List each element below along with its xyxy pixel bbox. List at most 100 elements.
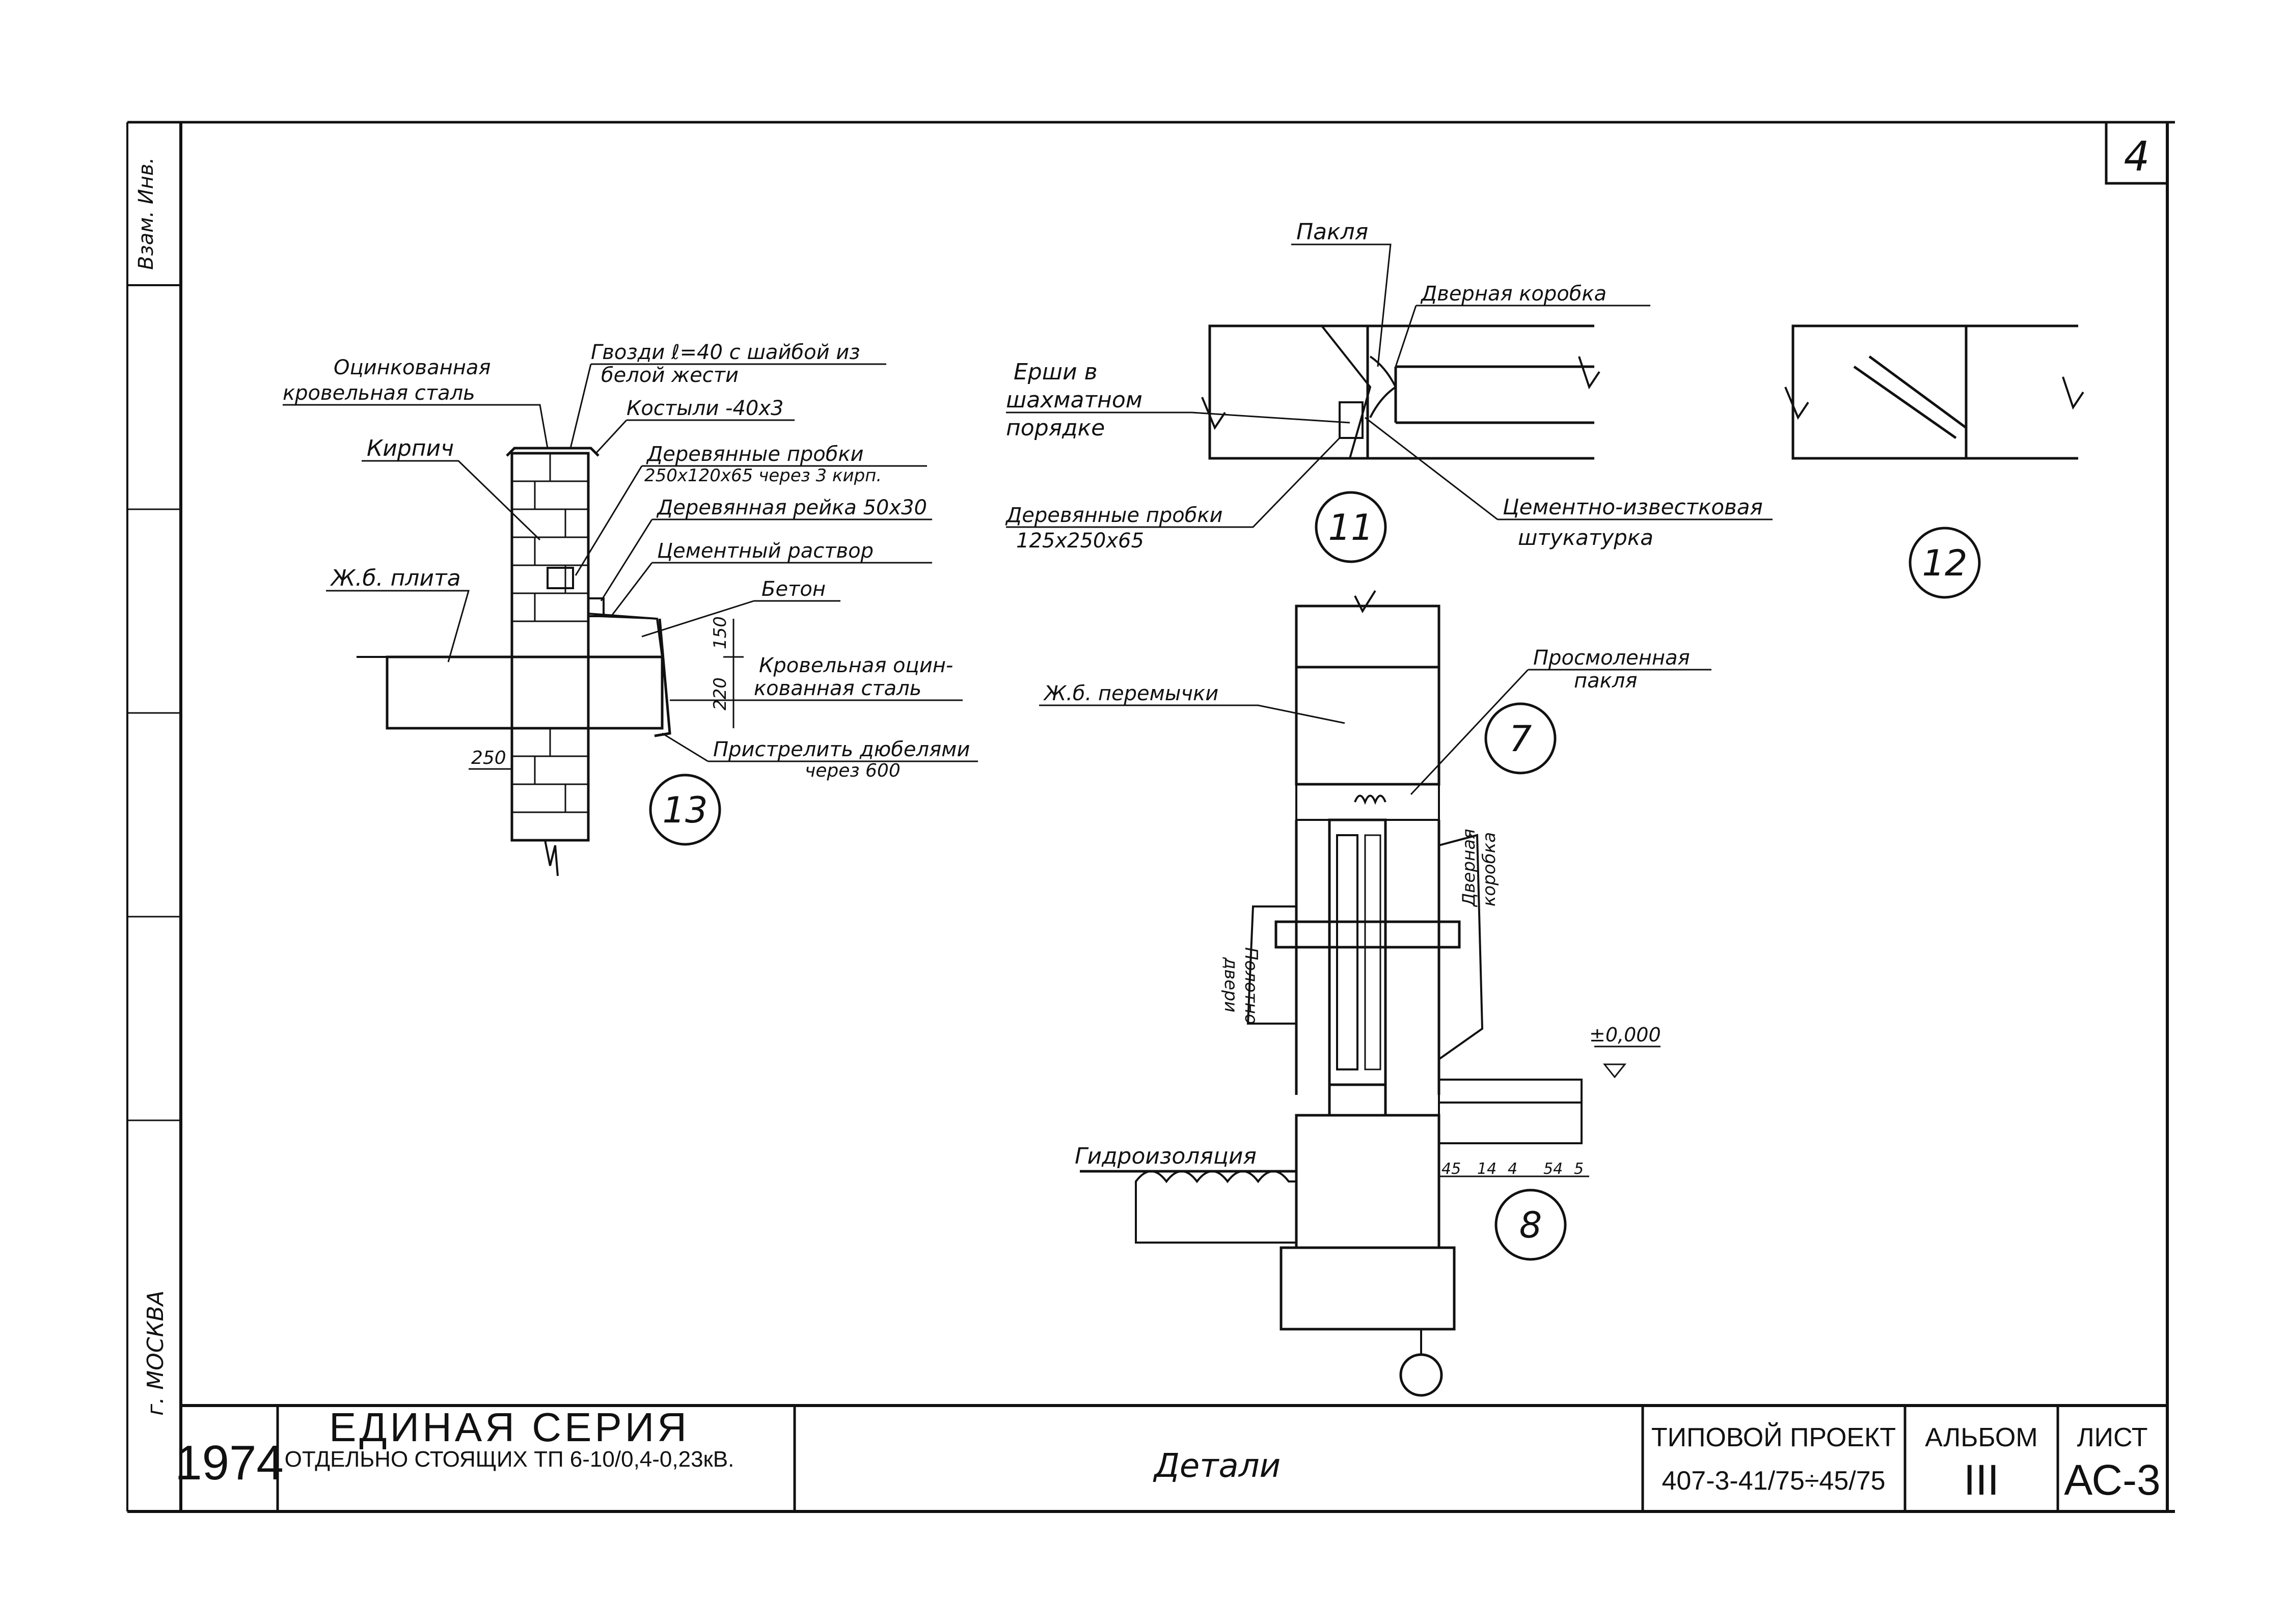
tb-drawing-title: Детали — [1153, 1447, 1281, 1485]
d7-break-top — [1354, 590, 1376, 614]
d12-frame-lines — [1966, 324, 2078, 460]
d11-label-ruffs-2: шахматном — [1006, 387, 1142, 413]
d12-ruff — [1853, 355, 1967, 439]
d7-label-box-2: коробка — [1479, 832, 1500, 906]
d13-label-galv-2: кровельная сталь — [283, 381, 475, 405]
d13-label-dowels-2: через 600 — [805, 760, 901, 781]
detail-13: 150 220 250 Оцинкованная кровельная стал… — [283, 341, 978, 876]
d7-label-tarred-2: пакля — [1574, 669, 1637, 693]
d13-label-roof-1: Кровельная оцин- — [759, 654, 953, 677]
d8-marker-circle — [1494, 1189, 1567, 1261]
d8-dim-b: 14 — [1477, 1160, 1496, 1178]
d9-marker-circle — [1399, 1353, 1443, 1397]
d7-label-leaf-1: Полотно — [1241, 947, 1261, 1025]
d11-leader-plaster — [1365, 417, 1773, 520]
d13-leader-galv — [283, 404, 549, 449]
d13-label-crutches: Костыли -40х3 — [627, 397, 783, 420]
tb-project-label: ТИПОВОЙ ПРОЕКТ — [1651, 1422, 1896, 1452]
d13-break-line — [544, 840, 559, 876]
tb-sheet-label: ЛИСТ — [2077, 1423, 2147, 1452]
d8-dim-a: 45 — [1441, 1160, 1461, 1178]
d13-side-flashing — [654, 618, 671, 737]
d8-dim-d: 54 — [1543, 1160, 1563, 1178]
d13-label-slab: Ж.б. плита — [330, 565, 461, 591]
d13-label-roof-2: кованная сталь — [754, 677, 921, 700]
d7-label-leaf-2: двери — [1220, 957, 1241, 1012]
d11-leader-tow — [1291, 243, 1392, 367]
d7-marker-circle — [1484, 702, 1557, 775]
d8-dim-e: 5 — [1574, 1160, 1584, 1178]
d7-leaf-profile — [1246, 905, 1296, 1025]
tb-series-subtitle: ОТДЕЛЬНО СТОЯЩИХ ТП 6-10/0,4-0,23кВ. — [285, 1447, 734, 1472]
d11-label-plugs-2: 125х250х65 — [1016, 529, 1144, 553]
d7-tarred-tow — [1295, 783, 1440, 821]
d8-level-mark — [1594, 1045, 1661, 1079]
d13-label-batten: Деревянная рейка 50х30 — [656, 496, 927, 519]
d13-leader-nails — [569, 363, 886, 449]
d11-label-ruffs-1: Ерши в — [1014, 359, 1098, 385]
d7-label-tarred-1: Просмоленная — [1533, 646, 1690, 670]
d7-rc-lintel — [1295, 666, 1440, 786]
d13-leader-slab — [326, 590, 470, 663]
d7-label-lintel: Ж.б. перемычки — [1043, 682, 1218, 705]
d11-label-ruffs-3: порядке — [1006, 415, 1105, 441]
d13-label-plugs-2: 250х120х65 через 3 кирп. — [644, 465, 882, 486]
d8-threshold — [1328, 1083, 1387, 1117]
d7-door-leaf — [1336, 834, 1358, 1070]
d13-dim-wall: 250 — [471, 748, 506, 768]
d13-label-plugs-1: Деревянные пробки — [646, 443, 864, 466]
d13-marker-circle — [649, 774, 721, 846]
d13-leader-batten — [600, 518, 932, 601]
d13-dim-slab: 220 — [710, 677, 730, 710]
d8-floor-finish — [1438, 1079, 1583, 1104]
tb-project-number: 407-3-41/75÷45/75 — [1662, 1466, 1885, 1496]
d8-foundation-wall — [1295, 1114, 1440, 1249]
d13-label-mortar: Цементный раствор — [657, 539, 874, 563]
d11-label-plugs-1: Деревянные пробки — [1005, 504, 1223, 527]
detail-12: 12 — [1784, 324, 2084, 599]
d13-concrete-fill — [587, 612, 664, 658]
d13-leader-mortar — [610, 562, 932, 617]
d11-leader-ruffs — [1006, 411, 1350, 424]
d13-brick-courses — [512, 453, 588, 813]
d12-wall — [1791, 324, 1968, 460]
d13-leader-dowels — [662, 732, 978, 762]
d7-label-box-1: Дверная — [1459, 829, 1479, 907]
d13-wood-batten — [587, 597, 605, 617]
d8-dim-c: 4 — [1508, 1160, 1517, 1178]
title-block: 1974 ЕДИНАЯ СЕРИЯ ОТДЕЛЬНО СТОЯЩИХ ТП 6-… — [175, 1404, 2167, 1511]
d12-marker-circle — [1909, 527, 1981, 599]
d8-gravel — [1135, 1170, 1297, 1244]
d11-marker: 11 — [1328, 507, 1373, 548]
d11-wall — [1208, 324, 1369, 460]
d12-break-right — [2062, 376, 2084, 410]
d13-label-concrete: Бетон — [761, 577, 826, 601]
d8-footing — [1280, 1246, 1456, 1331]
d11-door-frame — [1394, 365, 1594, 424]
sheet-number: 4 — [2124, 133, 2150, 180]
d13-leader-concrete — [641, 600, 840, 638]
d13-marker: 13 — [662, 789, 707, 831]
d13-dim-upper: 150 — [710, 616, 730, 649]
d13-leader-plugs — [575, 465, 927, 576]
d13-top-flashing — [506, 447, 600, 457]
d13-rc-slab — [386, 655, 664, 730]
d11-tow — [1369, 355, 1397, 418]
d12-marker: 12 — [1922, 542, 1967, 584]
d7-box-profile — [1438, 834, 1484, 1060]
d7-masonry-top — [1295, 604, 1440, 669]
d11-door-frame-lines — [1368, 324, 1594, 460]
d13-label-dowels-1: Пристрелить дюбелями — [713, 738, 970, 761]
side-city: г. МОСКВА — [143, 1290, 169, 1416]
tb-year: 1974 — [175, 1436, 284, 1490]
d11-label-tow: Пакля — [1296, 219, 1368, 245]
d11-marker-circle — [1315, 491, 1387, 563]
d11-plaster — [1321, 325, 1372, 459]
d12-break-left — [1784, 387, 1809, 420]
d8-marker: 8 — [1519, 1204, 1542, 1246]
d11-label-door-frame: Дверная коробка — [1420, 282, 1607, 306]
sheet-number-box — [2105, 121, 2169, 185]
d11-leader-plugs — [1006, 437, 1341, 528]
tb-album-number: III — [1964, 1456, 1999, 1504]
